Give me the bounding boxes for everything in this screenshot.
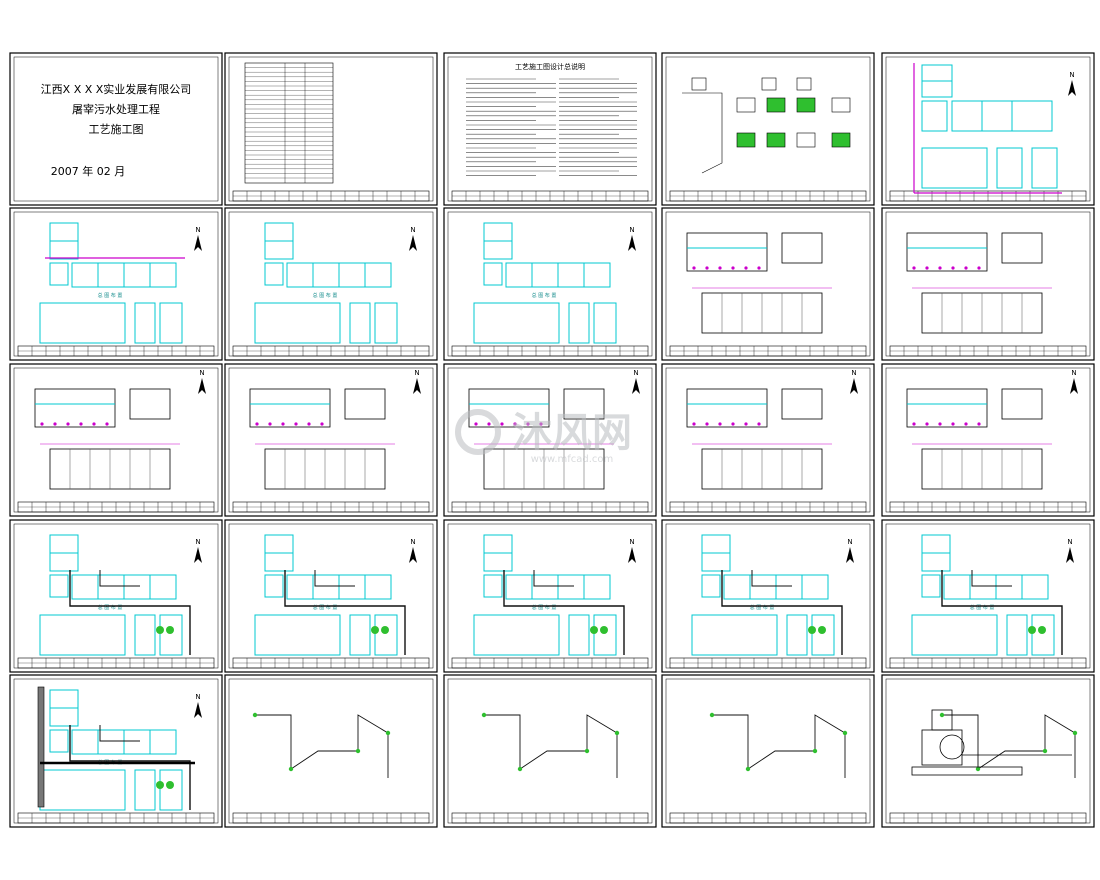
north-arrow-icon: N — [632, 369, 640, 394]
title-block — [451, 501, 649, 513]
drawing-sheet-11[interactable]: N — [9, 363, 223, 517]
drawing-sheet-4[interactable] — [661, 52, 875, 206]
north-arrow-icon: N — [198, 369, 206, 394]
title-block — [232, 501, 430, 513]
title-block — [17, 812, 215, 824]
drawing-sheet-25[interactable] — [881, 674, 1095, 828]
title-block — [232, 812, 430, 824]
cover-date: 2007 年 02 月 — [51, 164, 125, 178]
drawing-sheet-12[interactable]: N — [224, 363, 438, 517]
process-flow-diagram — [682, 77, 851, 174]
title-block — [451, 812, 649, 824]
title-block — [451, 190, 649, 202]
plan-title: 总 图 布 置 — [750, 604, 775, 611]
north-label: N — [847, 538, 852, 546]
drawing-sheet-5[interactable]: N — [881, 52, 1095, 206]
cover-project: 屠宰污水处理工程 — [72, 102, 160, 116]
title-block — [17, 657, 215, 669]
drawing-sheet-14[interactable]: N — [661, 363, 875, 517]
drawing-sheet-3[interactable]: 工艺施工图设计总说明 — [443, 52, 657, 206]
blower-equipment-drawing — [911, 709, 1072, 776]
title-block — [17, 345, 215, 357]
plan-title: 总 图 布 置 — [98, 604, 123, 611]
north-arrow-icon: N — [409, 538, 417, 563]
north-label: N — [1071, 369, 1076, 377]
drawing-sheet-8[interactable]: 总 图 布 置 N — [443, 207, 657, 361]
title-block — [889, 812, 1087, 824]
drawing-sheet-17[interactable]: 总 图 布 置 N — [224, 519, 438, 673]
drawing-sheet-23[interactable] — [443, 674, 657, 828]
plan-title: 总 图 布 置 — [313, 604, 338, 611]
cover-company: 江西X X X X实业发展有限公司 — [41, 82, 192, 96]
north-arrow-icon: N — [1068, 71, 1076, 96]
title-block — [669, 345, 867, 357]
north-arrow-icon: N — [850, 369, 858, 394]
title-block — [232, 657, 430, 669]
watermark-site: www.mfcad.com — [531, 454, 614, 465]
north-label: N — [195, 226, 200, 234]
drawing-sheet-2[interactable] — [224, 52, 438, 206]
north-label: N — [199, 369, 204, 377]
drawing-sheet-19[interactable]: 总 图 布 置 N — [661, 519, 875, 673]
drawing-sheet-6[interactable]: 总 图 布 置 N — [9, 207, 223, 361]
north-label: N — [414, 369, 419, 377]
drawing-sheet-22[interactable] — [224, 674, 438, 828]
plan-title: 总 图 布 置 — [532, 604, 557, 611]
title-block — [889, 345, 1087, 357]
title-block — [669, 190, 867, 202]
north-arrow-icon: N — [194, 538, 202, 563]
north-arrow-icon: N — [413, 369, 421, 394]
watermark-brand: 沐风网 — [512, 410, 632, 456]
north-label: N — [629, 226, 634, 234]
title-block — [232, 345, 430, 357]
title-block — [669, 501, 867, 513]
north-label: N — [633, 369, 638, 377]
drawing-index-table — [244, 62, 334, 184]
drawing-sheet-21[interactable]: 总 图 布 置N — [9, 674, 223, 828]
north-label: N — [195, 693, 200, 701]
north-arrow-icon: N — [194, 226, 202, 251]
drawing-sheet-15[interactable]: N — [881, 363, 1095, 517]
drawing-sheet-16[interactable]: 总 图 布 置 N — [9, 519, 223, 673]
drawing-sheet-7[interactable]: 总 图 布 置 N — [224, 207, 438, 361]
title-block — [17, 501, 215, 513]
north-arrow-icon: N — [194, 693, 202, 718]
drawing-sheet-9[interactable] — [661, 207, 875, 361]
north-label: N — [629, 538, 634, 546]
design-notes-title: 工艺施工图设计总说明 — [515, 62, 585, 71]
plan-title: 总 图 布 置 — [970, 604, 995, 611]
north-label: N — [195, 538, 200, 546]
north-label: N — [410, 226, 415, 234]
title-block — [451, 345, 649, 357]
north-arrow-icon: N — [628, 226, 636, 251]
title-block — [889, 657, 1087, 669]
title-block — [889, 501, 1087, 513]
north-arrow-icon: N — [628, 538, 636, 563]
cover-drawing-type: 工艺施工图 — [89, 123, 144, 136]
plan-title: 总 图 布 置 — [313, 292, 338, 299]
plan-title: 总 图 布 置 — [98, 292, 123, 299]
drawing-sheet-10[interactable] — [881, 207, 1095, 361]
north-label: N — [851, 369, 856, 377]
title-block — [669, 657, 867, 669]
north-label: N — [1067, 538, 1072, 546]
north-arrow-icon: N — [409, 226, 417, 251]
drawing-sheet-18[interactable]: 总 图 布 置 N — [443, 519, 657, 673]
north-arrow-icon: N — [1066, 538, 1074, 563]
title-block — [669, 812, 867, 824]
title-block — [232, 190, 430, 202]
north-arrow-icon: N — [846, 538, 854, 563]
drawing-sheet-24[interactable] — [661, 674, 875, 828]
title-block — [451, 657, 649, 669]
north-label: N — [1069, 71, 1074, 79]
plan-title: 总 图 布 置 — [532, 292, 557, 299]
north-label: N — [410, 538, 415, 546]
north-arrow-icon: N — [1070, 369, 1078, 394]
drawing-sheet-20[interactable]: 总 图 布 置 N — [881, 519, 1095, 673]
